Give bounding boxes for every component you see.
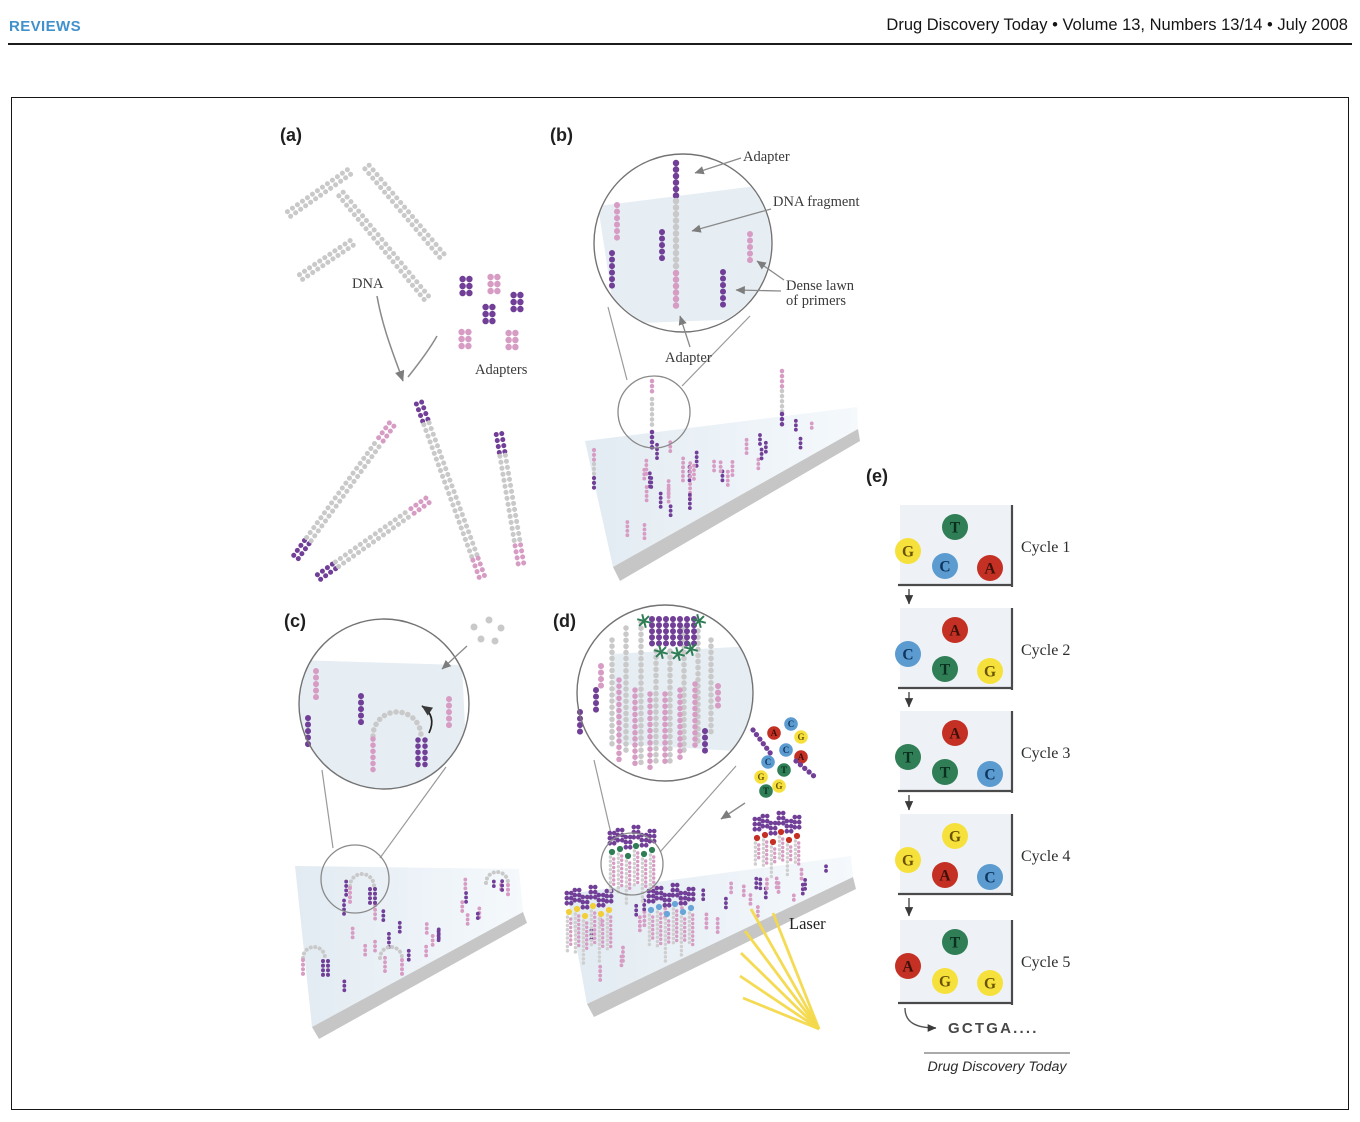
journal-line: Drug Discovery Today • Volume 13, Number… bbox=[886, 16, 1348, 34]
header-rule bbox=[8, 43, 1352, 45]
figure-frame bbox=[11, 97, 1349, 1110]
section-label: REVIEWS bbox=[9, 18, 81, 35]
